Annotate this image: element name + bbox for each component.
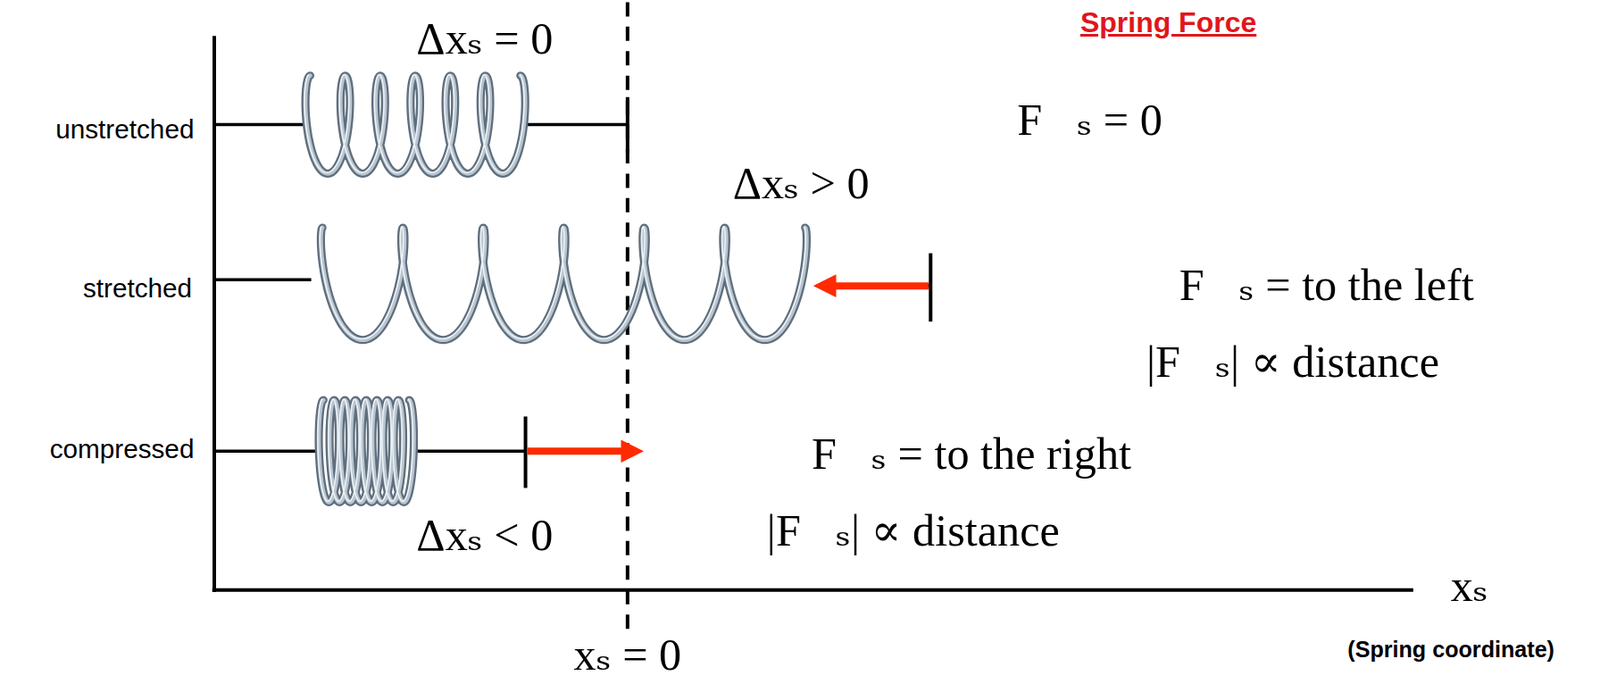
end-tick xyxy=(625,97,630,154)
state-label: unstretched xyxy=(53,115,196,145)
origin-label: xₛ = 0 xyxy=(572,630,684,680)
coil-highlight xyxy=(319,226,806,340)
axis-caption: (Spring coordinate) xyxy=(1345,637,1557,663)
coil-spring xyxy=(317,399,415,502)
coil-highlight xyxy=(317,399,413,501)
title: Spring Force xyxy=(1080,7,1257,39)
vertical-axis xyxy=(212,35,217,592)
coil-spring xyxy=(304,75,525,175)
force-label: F⃗ₛ = 0 xyxy=(1015,95,1165,145)
end-tick xyxy=(524,416,528,488)
rod xyxy=(214,123,307,126)
displacement-label: Δxₛ = 0 xyxy=(414,14,555,64)
rod xyxy=(816,283,931,287)
magnitude-label: |F⃗ₛ| ∝ distance xyxy=(1144,337,1442,387)
rod xyxy=(214,450,319,453)
displacement-label: Δxₛ > 0 xyxy=(731,158,872,209)
force-label: F⃗ₛ = to the left xyxy=(1177,260,1476,310)
force-arrow xyxy=(527,447,635,455)
force-label: F⃗ₛ = to the right xyxy=(809,429,1134,479)
coil-spring xyxy=(319,226,807,341)
force-arrow xyxy=(822,282,929,290)
displacement-label: Δxₛ < 0 xyxy=(414,510,555,560)
state-label: stretched xyxy=(81,274,194,304)
end-tick xyxy=(928,253,933,323)
coil-highlight xyxy=(304,75,525,174)
rod xyxy=(525,123,628,126)
rod xyxy=(214,278,312,282)
axis-label: xₛ xyxy=(1449,561,1491,611)
state-label: compressed xyxy=(48,434,197,465)
coil-shade xyxy=(305,75,525,175)
coil-body xyxy=(305,75,525,175)
rod xyxy=(413,450,526,453)
horizontal-axis xyxy=(212,588,1414,592)
magnitude-label: |F⃗ₛ| ∝ distance xyxy=(765,506,1062,556)
